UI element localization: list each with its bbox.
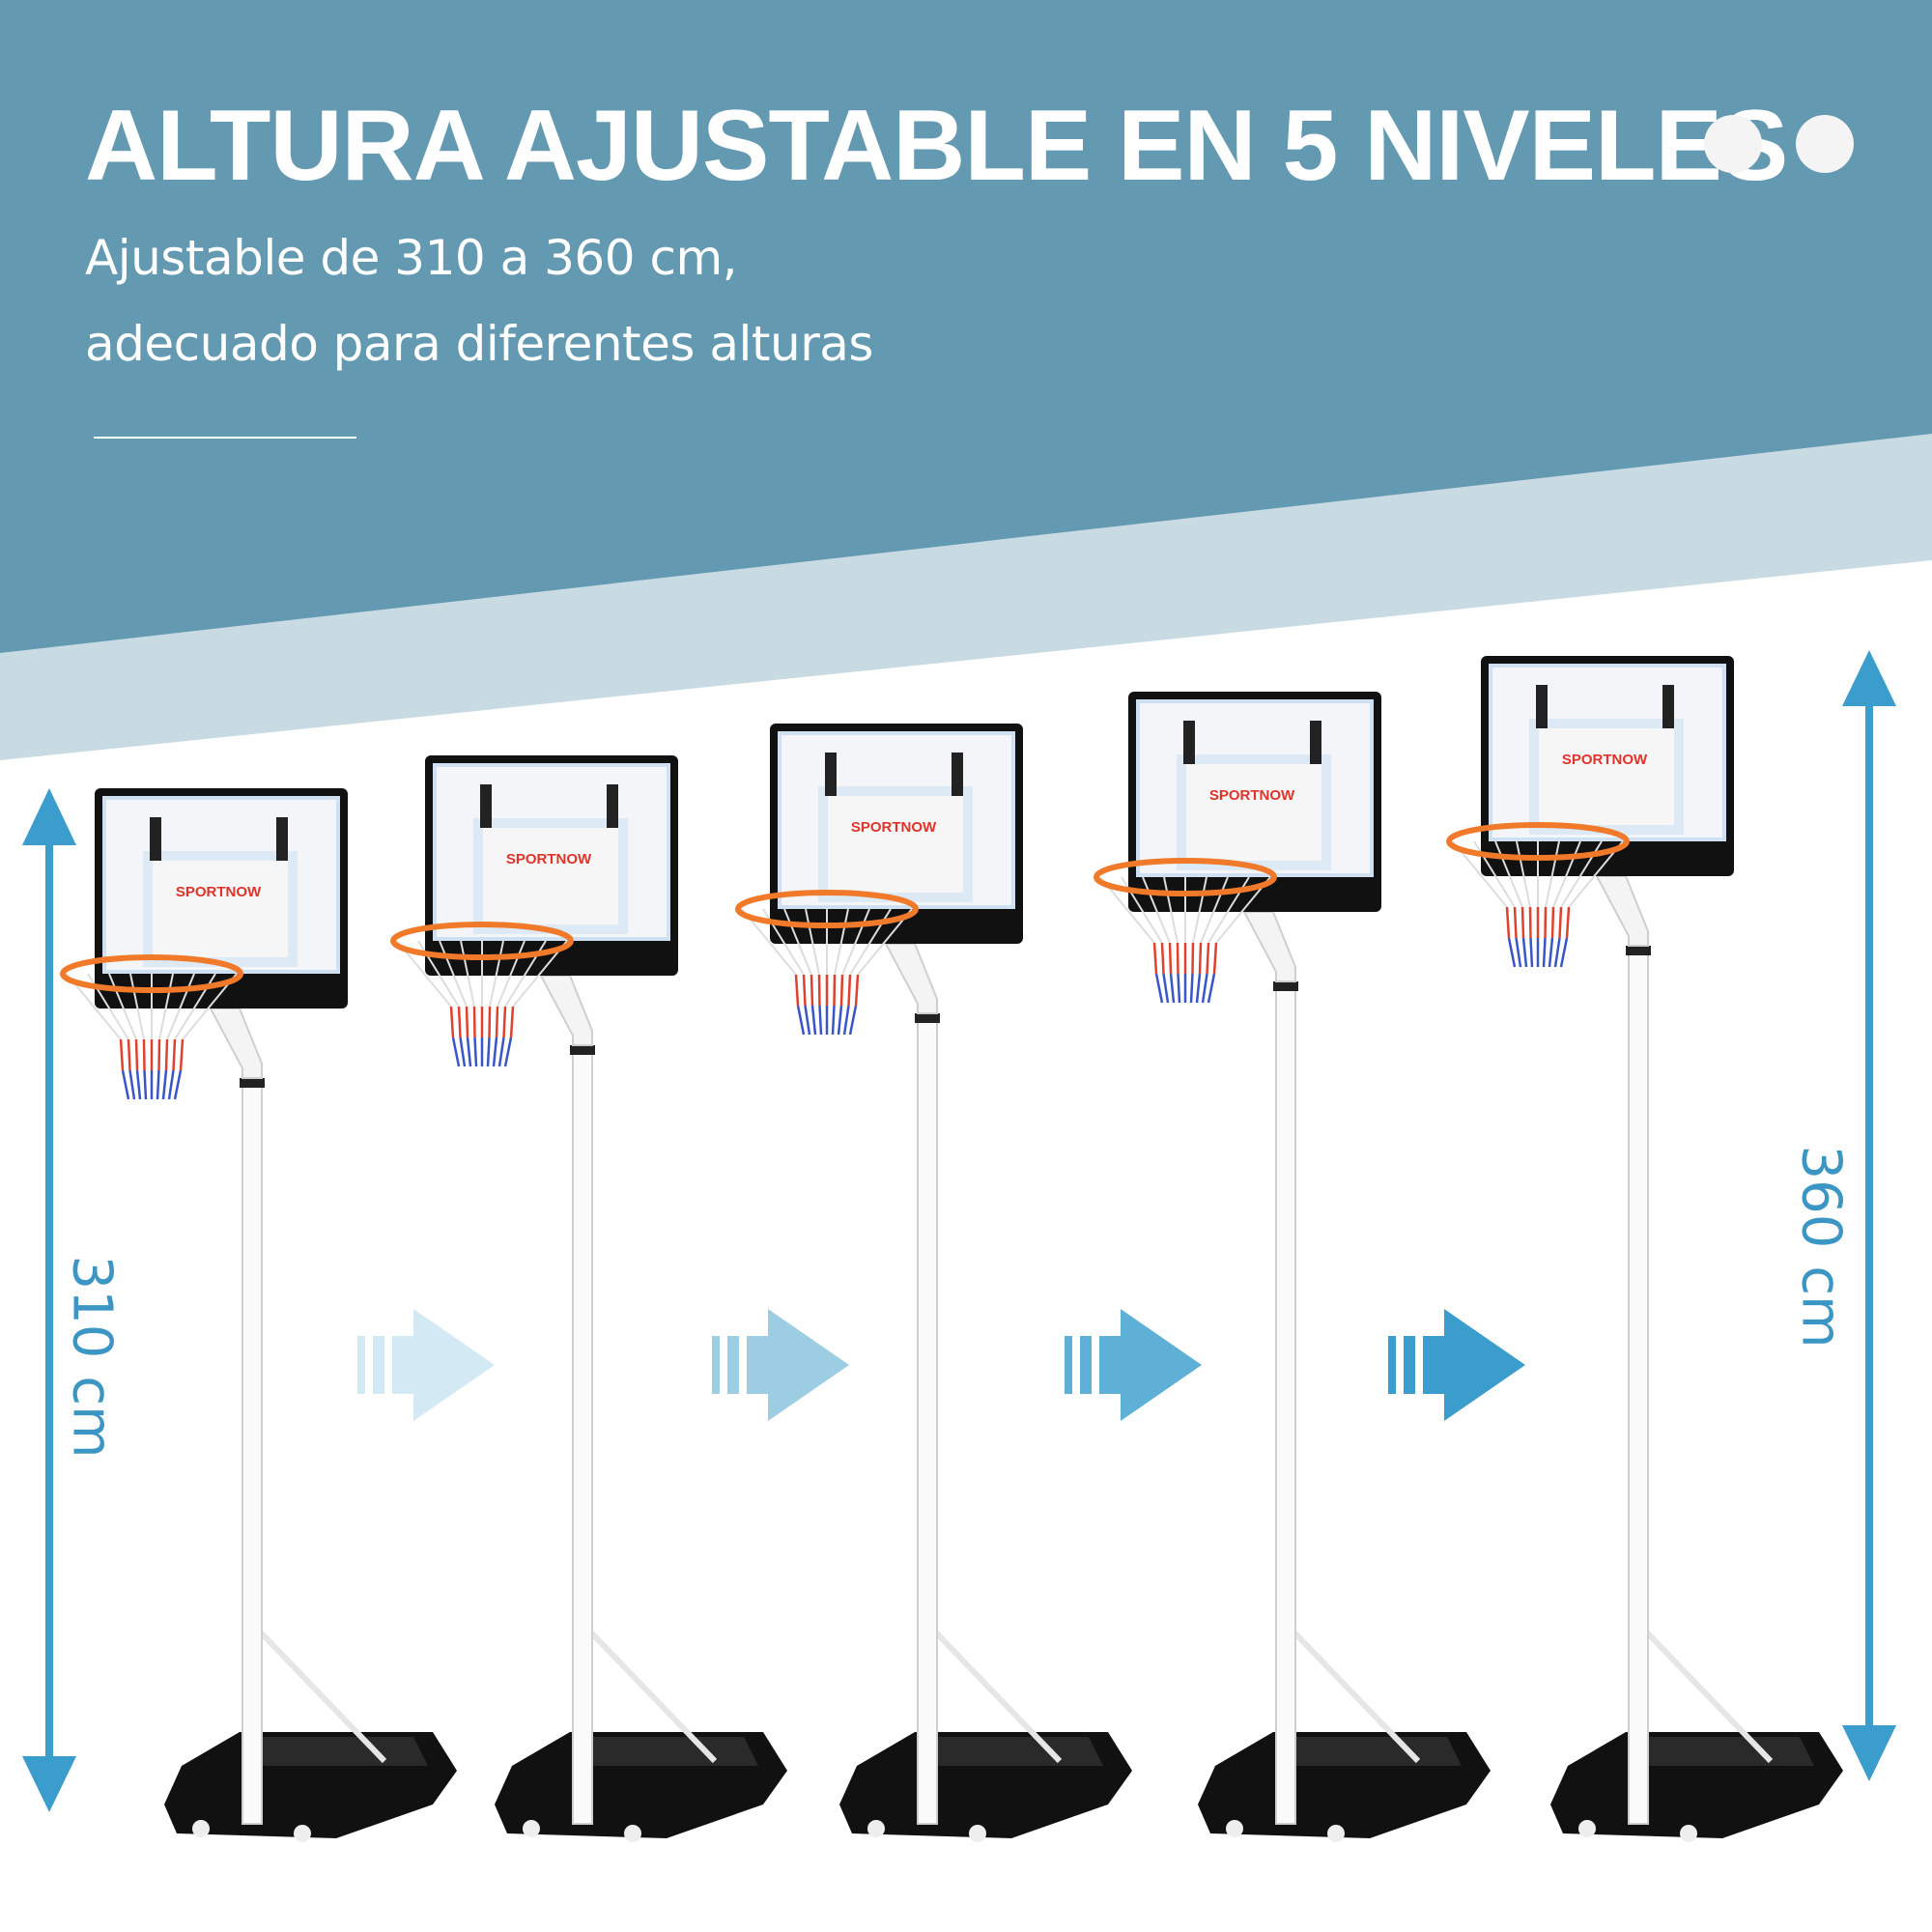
basketball-hoop: SPORTNOW: [735, 724, 1132, 1842]
divider: [94, 437, 356, 439]
pole-neck: [1242, 911, 1296, 982]
basketball-hoop: SPORTNOW: [1446, 656, 1843, 1842]
rim: [735, 890, 919, 928]
weighted-base: [164, 1732, 457, 1842]
support-strut: [931, 1628, 1063, 1764]
dot-decoration: [1704, 115, 1762, 173]
wheel-icon: [294, 1825, 311, 1842]
page-title: ALTURA AJUSTABLE EN 5 NIVELES: [85, 90, 1788, 202]
basketball-hoop: SPORTNOW: [390, 755, 787, 1842]
weighted-base: [1198, 1732, 1491, 1842]
pole-neck: [539, 975, 593, 1046]
backboard: SPORTNOW: [425, 755, 678, 976]
support-strut: [256, 1628, 387, 1764]
wheel-icon: [1578, 1820, 1596, 1837]
pole-neck: [209, 1008, 263, 1079]
min-height-label: 310 cm: [60, 1255, 124, 1459]
support-strut: [586, 1628, 718, 1764]
pole: [917, 1012, 938, 1825]
pole: [572, 1044, 593, 1825]
rim: [60, 954, 243, 993]
support-strut: [1290, 1628, 1421, 1764]
net: [741, 908, 913, 1036]
weighted-base: [1550, 1732, 1843, 1842]
wheel-icon: [1327, 1825, 1345, 1842]
pole-collar: [240, 1078, 265, 1088]
pole-collar: [570, 1045, 595, 1055]
weighted-base: [495, 1732, 787, 1842]
brand-logo: SPORTNOW: [506, 851, 592, 867]
basketball-hoop: SPORTNOW: [1094, 692, 1491, 1842]
support-strut: [1642, 1628, 1774, 1764]
wheel-icon: [867, 1820, 885, 1837]
brand-logo: SPORTNOW: [176, 884, 262, 900]
pole-neck: [884, 943, 938, 1014]
pole-collar: [1273, 981, 1298, 991]
wheel-icon: [192, 1820, 210, 1837]
backboard: SPORTNOW: [770, 724, 1023, 944]
subtitle-line-1: Ajustable de 310 a 360 cm,: [85, 230, 738, 286]
wheel-icon: [1680, 1825, 1697, 1842]
wheel-icon: [1226, 1820, 1243, 1837]
max-height-label: 360 cm: [1789, 1145, 1853, 1349]
dot-decoration: [1796, 115, 1854, 173]
step-arrow-icon: [357, 1309, 495, 1421]
backboard: SPORTNOW: [1481, 656, 1734, 876]
header-band: [0, 0, 1932, 653]
pole-neck: [1595, 875, 1649, 947]
wheel-icon: [523, 1820, 540, 1837]
min-height-arrow: [22, 788, 76, 1812]
pole: [242, 1077, 263, 1825]
step-arrow-icon: [1065, 1309, 1202, 1421]
rim: [1446, 822, 1630, 861]
pole-collar: [1626, 946, 1651, 955]
max-height-arrow: [1842, 650, 1896, 1781]
brand-logo: SPORTNOW: [1209, 787, 1295, 804]
backboard: SPORTNOW: [95, 788, 348, 1009]
wheel-icon: [624, 1825, 641, 1842]
brand-logo: SPORTNOW: [1562, 752, 1648, 768]
pole: [1628, 945, 1649, 1825]
rim: [1094, 858, 1277, 896]
step-arrow-icon: [1388, 1309, 1525, 1421]
weighted-base: [839, 1732, 1132, 1842]
pole: [1275, 980, 1296, 1825]
pole-collar: [915, 1013, 940, 1023]
wheel-icon: [969, 1825, 986, 1842]
basketball-hoop: SPORTNOW: [60, 788, 457, 1842]
subtitle-line-2: adecuado para diferentes alturas: [85, 316, 873, 372]
rim: [390, 922, 574, 960]
brand-logo: SPORTNOW: [851, 819, 937, 836]
net: [1099, 876, 1271, 1004]
step-arrow-icon: [712, 1309, 849, 1421]
backboard: SPORTNOW: [1128, 692, 1381, 912]
